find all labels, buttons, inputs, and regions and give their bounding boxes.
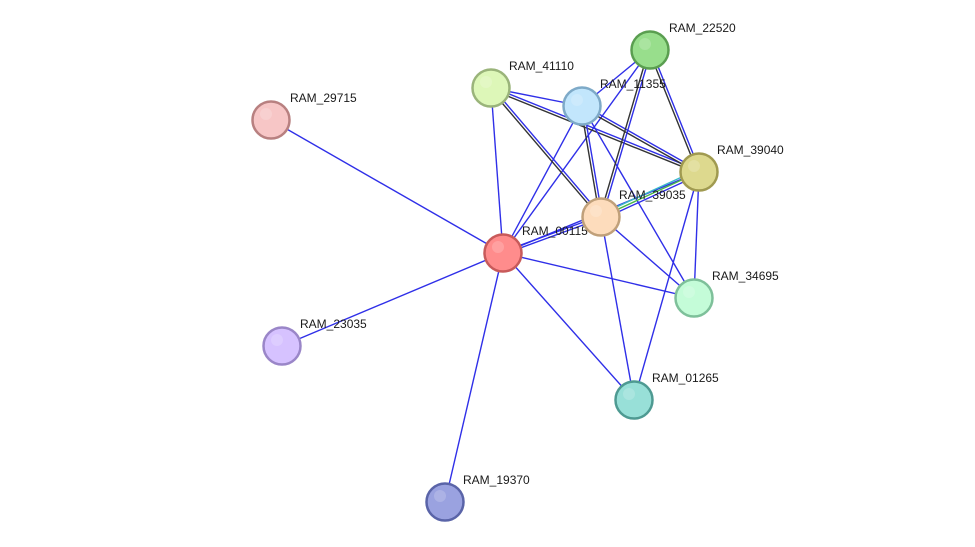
edge-evidence-line [599, 49, 650, 217]
node-RAM_41110[interactable]: RAM_41110 [471, 59, 575, 108]
edge-evidence-line [650, 49, 701, 172]
edge-evidence-line [270, 119, 504, 254]
edge-evidence-line [491, 86, 603, 217]
edge-RAM_00115-RAM_19370[interactable] [444, 252, 504, 503]
node-RAM_29715[interactable]: RAM_29715 [251, 91, 358, 140]
node-label: RAM_22520 [669, 21, 736, 35]
edge-RAM_11355-RAM_39040[interactable] [581, 104, 700, 174]
edge-evidence-line [600, 216, 635, 401]
edge-evidence-line [281, 252, 504, 347]
node-highlight [260, 108, 272, 120]
edge-evidence-line [648, 50, 699, 173]
node-highlight [683, 286, 695, 298]
node-highlight [271, 334, 283, 346]
node-circle[interactable] [471, 68, 511, 108]
edges-layer [270, 49, 701, 503]
node-label: RAM_41110 [509, 59, 574, 73]
node-circle[interactable] [674, 278, 714, 318]
node-highlight [623, 388, 635, 400]
node-label: RAM_23035 [300, 317, 367, 331]
node-circle[interactable] [679, 152, 719, 192]
edge-evidence-line [582, 104, 700, 172]
node-label: RAM_39035 [619, 188, 686, 202]
edge-evidence-line [489, 88, 601, 219]
node-highlight [434, 490, 446, 502]
node-RAM_19370[interactable]: RAM_19370 [425, 473, 531, 522]
edge-RAM_39035-RAM_34695[interactable] [600, 216, 695, 299]
edge-evidence-line [502, 105, 583, 254]
edge-evidence-line [490, 88, 699, 174]
node-label: RAM_34695 [712, 269, 779, 283]
node-highlight [688, 160, 700, 172]
node-RAM_39035[interactable]: RAM_39035 [581, 188, 687, 237]
edge-RAM_00115-RAM_29715[interactable] [270, 119, 504, 254]
edge-evidence-line [581, 106, 699, 174]
edge-RAM_39040-RAM_01265[interactable] [633, 171, 700, 401]
node-circle[interactable] [483, 233, 523, 273]
edge-evidence-line [490, 87, 504, 254]
edge-RAM_22520-RAM_39035[interactable] [599, 49, 652, 218]
node-highlight [492, 241, 504, 253]
node-RAM_23035[interactable]: RAM_23035 [262, 317, 368, 366]
node-circle[interactable] [614, 380, 654, 420]
edge-RAM_00115-RAM_23035[interactable] [281, 252, 504, 347]
edge-RAM_00115-RAM_01265[interactable] [502, 252, 635, 401]
edge-RAM_39035-RAM_01265[interactable] [600, 216, 635, 401]
edge-evidence-line [444, 252, 504, 503]
node-RAM_11355[interactable]: RAM_11355 [562, 77, 667, 126]
edge-evidence-line [600, 216, 695, 299]
node-highlight [639, 38, 651, 50]
edge-evidence-line [633, 171, 700, 401]
node-label: RAM_00115 [522, 224, 588, 238]
edge-RAM_00115-RAM_41110[interactable] [490, 87, 504, 254]
edge-RAM_00115-RAM_11355[interactable] [502, 105, 583, 254]
node-RAM_00115[interactable]: RAM_00115 [483, 224, 589, 273]
node-circle[interactable] [262, 326, 302, 366]
edge-RAM_00115-RAM_22520[interactable] [502, 49, 651, 254]
node-RAM_39040[interactable]: RAM_39040 [679, 143, 785, 192]
node-RAM_34695[interactable]: RAM_34695 [674, 269, 780, 318]
node-circle[interactable] [251, 100, 291, 140]
node-label: RAM_01265 [652, 371, 719, 385]
node-RAM_01265[interactable]: RAM_01265 [614, 371, 720, 420]
edge-RAM_41110-RAM_39035[interactable] [489, 86, 603, 219]
node-circle[interactable] [562, 86, 602, 126]
node-highlight [480, 76, 492, 88]
node-circle[interactable] [425, 482, 465, 522]
node-highlight [571, 94, 583, 106]
edge-RAM_11355-RAM_34695[interactable] [581, 105, 695, 299]
edge-RAM_00115-RAM_34695[interactable] [502, 252, 695, 299]
node-label: RAM_39040 [717, 143, 784, 157]
edge-RAM_22520-RAM_39040[interactable] [648, 49, 701, 173]
node-circle[interactable] [581, 197, 621, 237]
edge-evidence-line [502, 49, 651, 254]
node-highlight [590, 205, 602, 217]
node-label: RAM_29715 [290, 91, 357, 105]
node-circle[interactable] [630, 30, 670, 70]
edge-RAM_39040-RAM_34695[interactable] [693, 171, 700, 299]
edge-evidence-line [502, 252, 695, 299]
edge-evidence-line [601, 50, 652, 218]
node-RAM_22520[interactable]: RAM_22520 [630, 21, 737, 70]
node-label: RAM_19370 [463, 473, 530, 487]
node-label: RAM_11355 [600, 77, 666, 91]
edge-evidence-line [581, 105, 695, 299]
edge-evidence-line [502, 252, 635, 401]
edge-evidence-line [693, 171, 700, 299]
